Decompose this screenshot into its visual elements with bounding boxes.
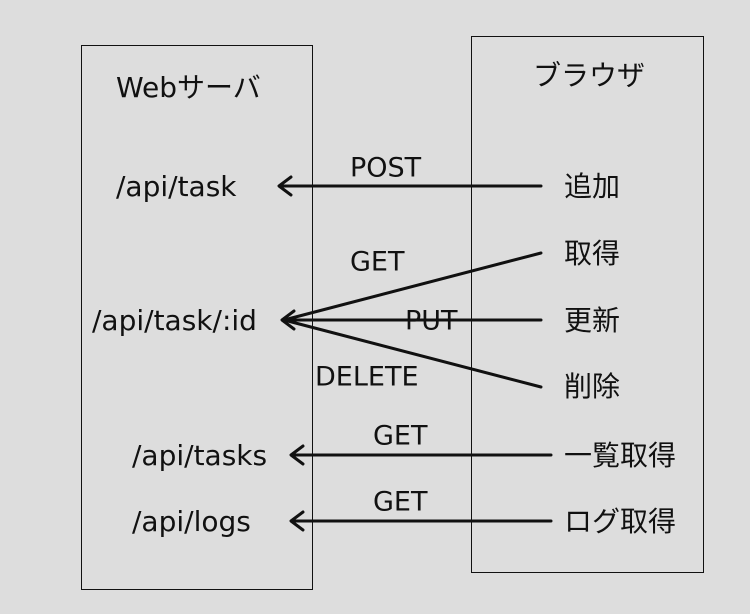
arrowhead-post — [277, 175, 293, 197]
action-delete: 削除 — [564, 370, 621, 403]
endpoint-task-id: /api/task/:id — [92, 304, 257, 337]
server-title: Webサーバ — [116, 71, 261, 104]
endpoint-task: /api/task — [116, 170, 237, 203]
method-post: POST — [350, 152, 422, 184]
browser-title: ブラウザ — [533, 59, 646, 92]
arrow-get-fetch — [282, 251, 543, 322]
method-put: PUT — [405, 305, 458, 337]
method-get-logs: GET — [373, 486, 428, 518]
method-get-list: GET — [373, 420, 428, 452]
arrowhead-logs — [289, 510, 305, 532]
arrow-delete-remove — [282, 318, 543, 389]
action-fetch: 取得 — [564, 237, 621, 270]
action-update: 更新 — [564, 304, 621, 337]
endpoint-tasks: /api/tasks — [132, 439, 268, 472]
arrowhead-tasks — [289, 444, 305, 466]
method-delete: DELETE — [315, 361, 419, 393]
browser-box — [471, 36, 704, 573]
web-server-box — [81, 45, 313, 590]
action-add: 追加 — [564, 170, 621, 203]
method-get-fetch: GET — [350, 246, 405, 278]
endpoint-logs: /api/logs — [132, 505, 251, 538]
action-list: 一覧取得 — [564, 439, 677, 472]
arrowhead-task-id — [280, 309, 296, 331]
action-logs: ログ取得 — [564, 505, 677, 538]
